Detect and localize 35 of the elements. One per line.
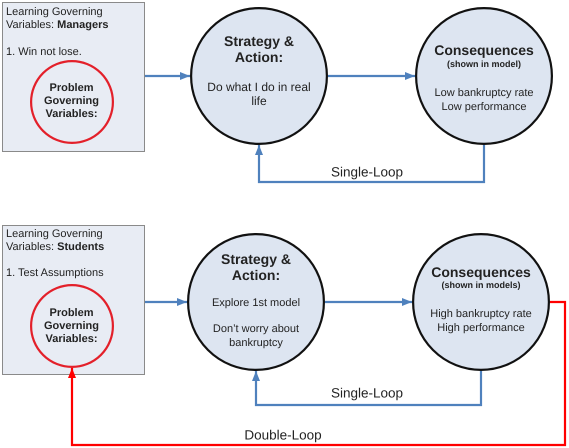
circle-heading: Strategy & Action: bbox=[220, 251, 292, 283]
box-text: 1. Test Assumptions bbox=[6, 266, 105, 280]
box-text: 1. Win not lose. bbox=[6, 46, 83, 58]
process-circle bbox=[190, 7, 328, 145]
edge-label: Single-Loop bbox=[328, 386, 406, 400]
circle-subtitle: (shown in model) bbox=[446, 58, 522, 70]
info-box bbox=[2, 2, 145, 152]
circle-text: Explore 1st model bbox=[210, 296, 302, 310]
process-circle bbox=[415, 7, 553, 145]
arrow bbox=[328, 72, 415, 80]
circle-heading: Consequences bbox=[433, 42, 535, 58]
circle-subtitle: (shown in models) bbox=[441, 280, 520, 290]
circle-text: Low bankruptcy rate Low performance bbox=[433, 86, 535, 114]
circle-heading: Consequences bbox=[430, 264, 532, 280]
highlight-circle bbox=[30, 284, 114, 368]
arrow bbox=[145, 298, 187, 306]
box-text: Learning Governing Variables: Students bbox=[6, 228, 106, 254]
edge-label: Single-Loop bbox=[328, 164, 406, 180]
arrow bbox=[252, 371, 482, 406]
circle-label: Problem Governing Variables: bbox=[42, 307, 100, 346]
info-box bbox=[2, 225, 145, 375]
circle-heading: Strategy & Action: bbox=[222, 33, 296, 65]
box-text: Learning Governing Variables: Managers bbox=[6, 6, 110, 32]
arrow bbox=[255, 145, 486, 184]
circle-text: Don’t worry about bankruptcy bbox=[212, 322, 300, 350]
process-circle bbox=[187, 233, 325, 371]
circle-text: High bankruptcy rate High performance bbox=[429, 307, 533, 335]
arrow bbox=[325, 298, 412, 306]
arrow bbox=[68, 300, 566, 446]
circle-label: Problem Governing Variables: bbox=[42, 82, 100, 121]
highlight-circle bbox=[30, 60, 114, 144]
process-circle bbox=[412, 233, 550, 371]
circle-text: Do what I do in real life bbox=[206, 80, 312, 108]
arrow bbox=[145, 72, 190, 80]
edge-label: Double-Loop bbox=[242, 428, 324, 442]
